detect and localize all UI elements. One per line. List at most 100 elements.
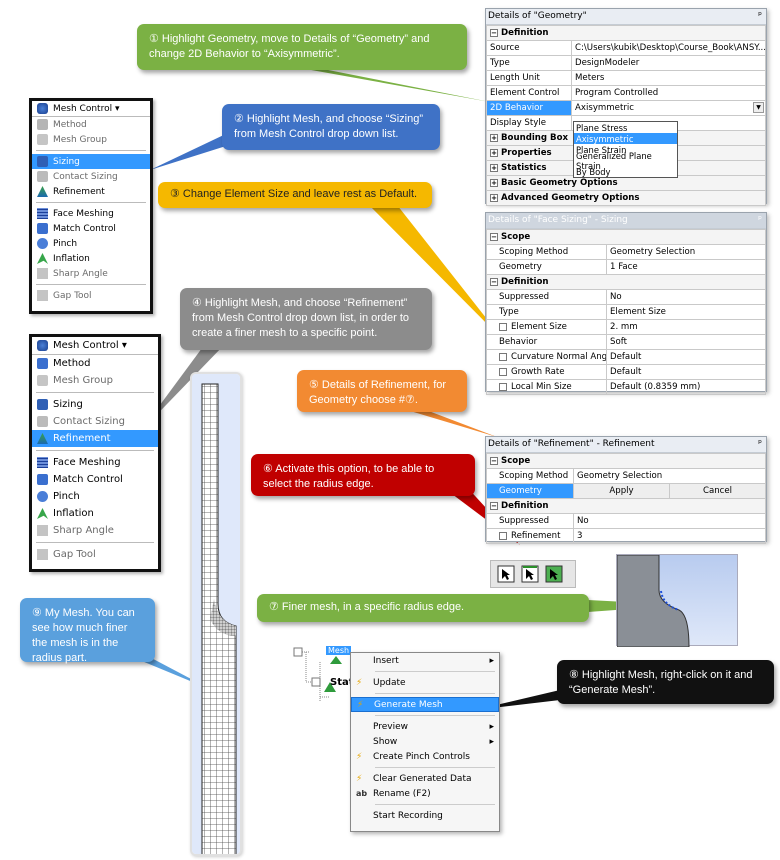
select-face-icon[interactable] [545,565,563,583]
option-generalized-plane-strain[interactable]: Generalized Plane Strain [576,150,652,171]
expand-icon[interactable]: + [490,133,498,142]
row-key: Suppressed [486,289,607,305]
row-value[interactable]: No [573,513,766,529]
menu-item-gap-tool[interactable]: Gap Tool [32,546,158,563]
expand-icon[interactable]: + [490,148,498,157]
menu-item-contact-sizing[interactable]: Contact Sizing [32,413,158,430]
menu-insert[interactable]: Insert▸ [373,655,494,666]
curvature-row[interactable]: Curvature Normal Angle [486,349,607,365]
menu-item-match-control[interactable]: Match Control [32,221,150,236]
row-value[interactable]: 1 Face [606,259,766,275]
row-value[interactable]: Geometry Selection [573,468,766,484]
mesh-control-dropdown[interactable]: Mesh Control ▾ [32,101,150,117]
local-min-size-row[interactable]: Local Min Size [486,379,607,395]
option-by-body[interactable]: By Body [576,166,611,177]
row-value[interactable]: No [606,289,766,305]
expand-icon[interactable]: + [490,163,498,172]
parameter-checkbox[interactable] [499,382,507,391]
row-value[interactable]: Meters [571,70,766,86]
parameter-checkbox[interactable] [499,322,507,331]
dropdown-arrow-icon[interactable]: ▼ [753,102,764,113]
menu-item-method[interactable]: Method [32,117,150,132]
menu-create-pinch-controls[interactable]: ⚡Create Pinch Controls [356,751,470,762]
menu-item-match-control[interactable]: Match Control [32,471,158,488]
geometry-row-key[interactable]: Geometry [486,483,574,499]
method-icon [37,119,48,130]
menu-item-face-meshing[interactable]: Face Meshing [32,206,150,221]
collapse-icon[interactable]: − [490,232,498,241]
menu-item-gap-tool[interactable]: Gap Tool [32,288,150,303]
section-scope[interactable]: −Scope [486,453,766,469]
parameter-checkbox[interactable] [499,367,507,376]
option-axisymmetric[interactable]: Axisymmetric [574,133,677,144]
row-value[interactable]: Element Size [606,304,766,320]
row-value[interactable]: Default (0.8359 mm) [606,379,766,395]
element-size-row[interactable]: Element Size [486,319,607,335]
menu-item-sizing[interactable]: Sizing [32,396,158,413]
tree-node-statistics[interactable]: Stat [330,677,354,688]
expand-icon[interactable]: + [490,193,498,202]
menu-show[interactable]: Show▸ [373,736,494,747]
2d-behavior-select[interactable]: Axisymmetric▼ [571,100,766,116]
row-value[interactable]: C:\Users\kubik\Desktop\Course_Book\ANSY.… [571,40,766,56]
menu-update[interactable]: ⚡Update [356,677,406,688]
apply-button[interactable]: Apply [573,483,670,499]
growth-rate-row[interactable]: Growth Rate [486,364,607,380]
menu-item-pinch[interactable]: Pinch [32,236,150,251]
mesh-control-dropdown[interactable]: Mesh Control ▾ [32,337,158,355]
pin-icon[interactable]: ᵖ [758,11,762,21]
menu-item-pinch[interactable]: Pinch [32,488,158,505]
row-value[interactable]: 3 [573,528,766,544]
menu-item-sizing[interactable]: Sizing [32,154,150,169]
row-value[interactable]: Default [606,349,766,365]
match-control-icon [37,474,48,485]
parameter-checkbox[interactable] [499,352,507,361]
menu-item-refinement[interactable]: Refinement [32,184,150,199]
element-size-value[interactable]: 2. mm [606,319,766,335]
face-meshing-icon [37,208,48,219]
collapse-icon[interactable]: − [490,277,498,286]
menu-item-method[interactable]: Method [32,355,158,372]
cancel-button[interactable]: Cancel [669,483,766,499]
menu-preview[interactable]: Preview▸ [373,721,494,732]
menu-item-face-meshing[interactable]: Face Meshing [32,454,158,471]
option-plane-strain[interactable]: Plane Strain [576,144,627,155]
row-value[interactable]: Default [606,364,766,380]
menu-item-mesh-group[interactable]: Mesh Group [32,372,158,389]
row-value[interactable]: DesignModeler [571,55,766,71]
row-value[interactable]: Geometry Selection [606,244,766,260]
refinement-row[interactable]: Refinement [486,528,574,544]
menu-clear-generated-data[interactable]: ⚡Clear Generated Data [356,773,472,784]
row-value[interactable]: Soft [606,334,766,350]
menu-generate-mesh[interactable]: ⚡Generate Mesh [351,697,499,712]
pin-icon[interactable]: ᵖ [758,439,762,449]
row-value[interactable]: Program Controlled [571,85,766,101]
menu-item-mesh-group[interactable]: Mesh Group [32,132,150,147]
collapse-icon[interactable]: − [490,501,498,510]
outline-tree: Mesh Stat [292,642,362,712]
section-scope[interactable]: −Scope [486,229,766,245]
select-edge-icon[interactable] [521,565,539,583]
section-basic-geometry-options[interactable]: +Basic Geometry Options [486,175,766,191]
section-definition[interactable]: −Definition [486,274,766,290]
section-definition[interactable]: −Definition [486,25,766,41]
collapse-icon[interactable]: − [490,456,498,465]
context-menu: Insert▸ ⚡Update ⚡Generate Mesh Preview▸ … [350,652,500,832]
menu-start-recording[interactable]: Start Recording [373,810,443,821]
menu-item-contact-sizing[interactable]: Contact Sizing [32,169,150,184]
collapse-icon[interactable]: − [490,28,498,37]
menu-item-sharp-angle[interactable]: Sharp Angle [32,522,158,539]
menu-item-inflation[interactable]: Inflation [32,251,150,266]
parameter-checkbox[interactable] [499,531,507,540]
expand-icon[interactable]: + [490,178,498,187]
menu-item-inflation[interactable]: Inflation [32,505,158,522]
section-advanced-geometry-options[interactable]: +Advanced Geometry Options [486,190,766,206]
pin-icon[interactable]: ᵖ [758,215,762,225]
tree-node-mesh[interactable]: Mesh [326,646,352,655]
menu-item-refinement[interactable]: Refinement [32,430,158,447]
option-plane-stress[interactable]: Plane Stress [576,122,628,133]
section-definition[interactable]: −Definition [486,498,766,514]
menu-item-sharp-angle[interactable]: Sharp Angle [32,266,150,281]
select-vertex-icon[interactable] [497,565,515,583]
